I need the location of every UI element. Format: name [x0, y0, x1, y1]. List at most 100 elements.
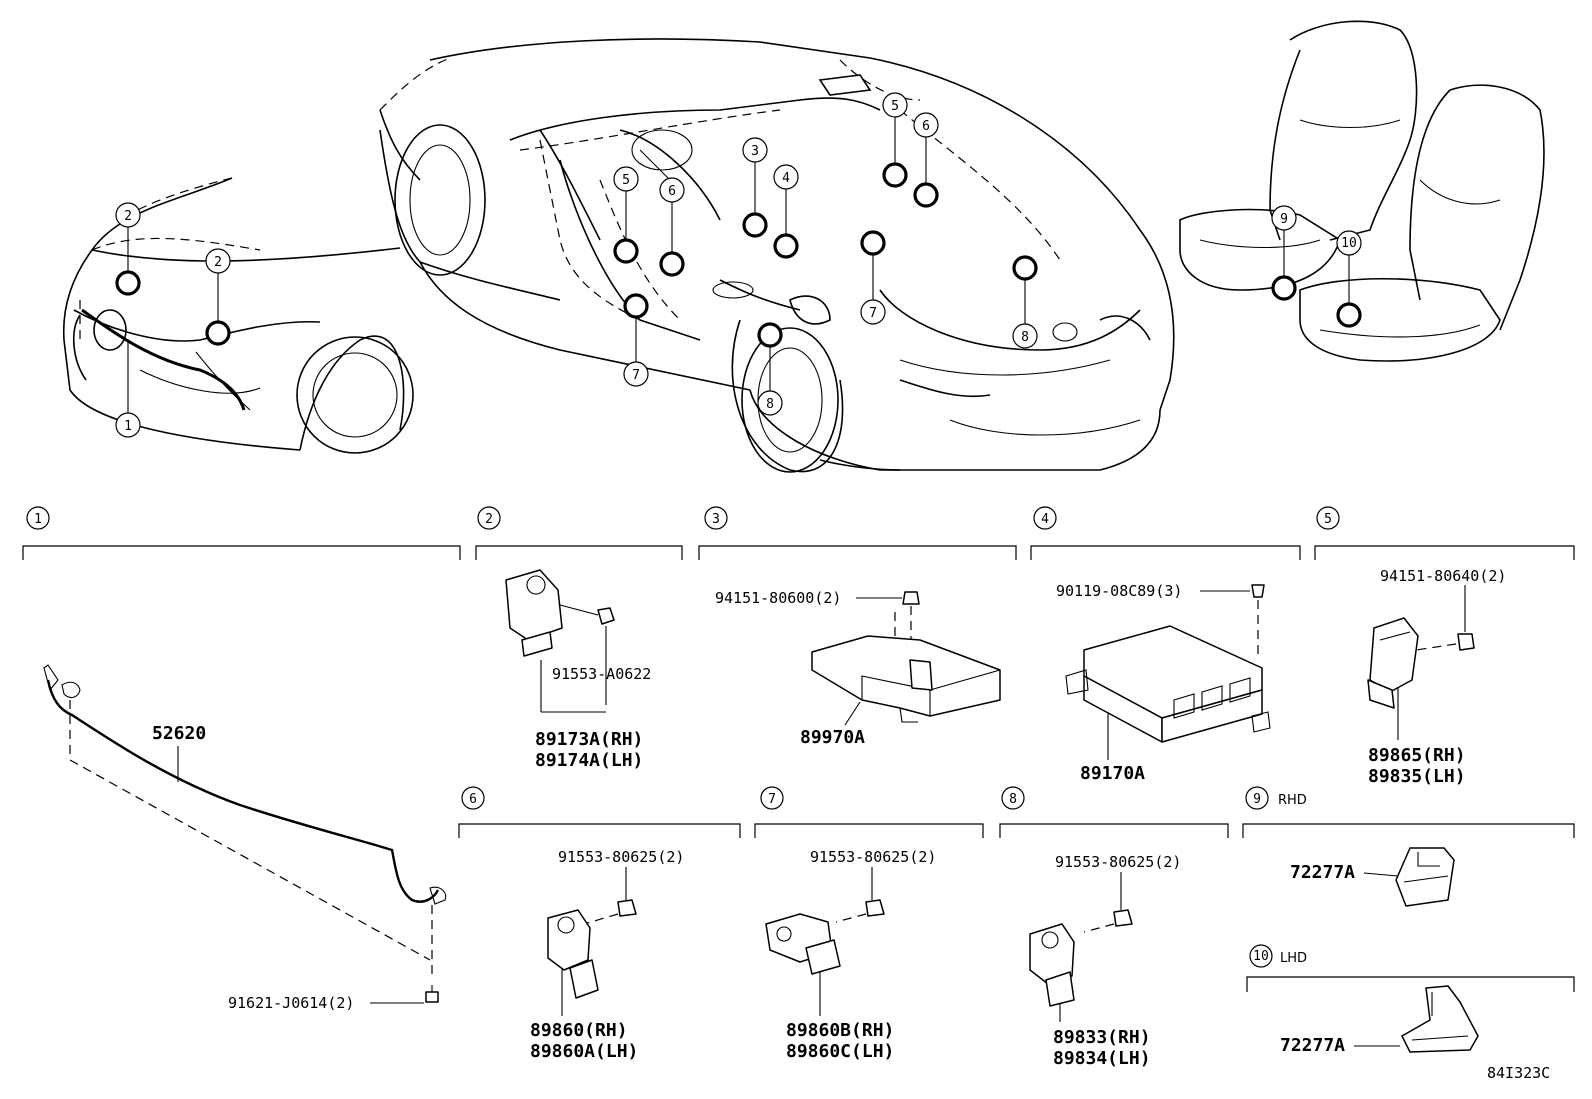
ecu-part-number: 89170A [1080, 763, 1145, 784]
svg-text:9: 9 [1280, 212, 1288, 227]
svg-text:10: 10 [1253, 949, 1269, 964]
section-4-header: 4 [1030, 506, 1301, 560]
svg-text:6: 6 [668, 184, 676, 199]
s7-rh-part-number: 89860B(RH) [786, 1020, 894, 1041]
section-5-header: 5 [1314, 506, 1575, 560]
section-6-header: 6 [458, 786, 741, 838]
section-3-header: 3 [698, 506, 1017, 560]
s6-rh-part-number: 89860(RH) [530, 1020, 628, 1041]
marker-4 [773, 233, 799, 259]
marker-3 [742, 212, 768, 238]
callout-5a: 5 [613, 166, 639, 192]
side-sensor-lh-part-number: 89835(LH) [1368, 766, 1466, 787]
svg-text:7: 7 [632, 368, 640, 383]
front-sensor-lh-part-number: 89174A(LH) [535, 750, 643, 771]
callouts: 2 2 1 3 4 5 6 7 8 5 6 7 8 9 10 [115, 92, 1362, 438]
callout-2b: 2 [205, 248, 231, 274]
svg-text:6: 6 [469, 792, 477, 807]
s6-lh-part-number: 89860A(LH) [530, 1041, 638, 1062]
callout-6a: 6 [659, 177, 685, 203]
svg-text:4: 4 [782, 171, 790, 186]
harness-bolt-part-number: 91621-J0614(2) [228, 994, 354, 1012]
diagram-code: 84I323C [1487, 1064, 1550, 1082]
callout-8b: 8 [1012, 323, 1038, 349]
seat-sensor-rhd-part-number: 72277A [1290, 862, 1355, 883]
callout-10: 10 [1336, 230, 1362, 256]
section-8-header: 8 [999, 786, 1229, 838]
s8-rh-part-number: 89833(RH) [1053, 1027, 1151, 1048]
callout-5b: 5 [882, 92, 908, 118]
section-10-header: 10 LHD [1246, 944, 1575, 992]
section-8-sensor: 91553-80625(2) 89833(RH) 89834(LH) [1029, 853, 1181, 1069]
section-1-harness: 52620 91621-J0614(2) [43, 664, 447, 1012]
s7-lh-part-number: 89860C(LH) [786, 1041, 894, 1062]
marker-7a [623, 293, 649, 319]
side-nut-part-number: 94151-80640(2) [1380, 567, 1506, 585]
marker-5b [882, 162, 908, 188]
section-4-ecu: 90119-08C89(3) 89170A [1056, 582, 1271, 784]
svg-text:1: 1 [124, 419, 132, 434]
marker-6b [913, 182, 939, 208]
svg-text:7: 7 [768, 792, 776, 807]
section-7-sensor: 91553-80625(2) 89860B(RH) 89860C(LH) [765, 848, 936, 1062]
callout-9: 9 [1271, 205, 1297, 231]
marker-8b [1012, 255, 1038, 281]
section-2-header: 2 [475, 506, 683, 560]
bracket-nut-part-number: 94151-80600(2) [715, 589, 841, 607]
harness-part-number: 52620 [152, 723, 206, 744]
callout-1: 1 [115, 412, 141, 438]
callout-3: 3 [742, 137, 768, 163]
svg-text:1: 1 [34, 512, 42, 527]
rhd-note: RHD [1278, 793, 1307, 808]
section-9-header: 9 RHD [1242, 786, 1575, 838]
car-view [379, 38, 1175, 473]
callout-4: 4 [773, 164, 799, 190]
svg-text:3: 3 [751, 144, 759, 159]
section-3-bracket: 94151-80600(2) 89970A [715, 589, 1001, 748]
section-5-side-sensor: 94151-80640(2) 89865(RH) 89835(LH) [1367, 567, 1506, 787]
marker-10 [1336, 302, 1362, 328]
svg-text:8: 8 [1009, 792, 1017, 807]
svg-text:8: 8 [1021, 330, 1029, 345]
svg-text:7: 7 [869, 306, 877, 321]
svg-text:8: 8 [766, 397, 774, 412]
svg-text:10: 10 [1341, 236, 1357, 251]
marker-2b [205, 320, 231, 346]
marker-2a [115, 270, 141, 296]
svg-text:2: 2 [214, 255, 222, 270]
section-headers: 1 2 3 4 5 6 7 8 [22, 506, 1575, 992]
callout-2a: 2 [115, 202, 141, 228]
svg-text:5: 5 [1324, 512, 1332, 527]
marker-7b [860, 230, 886, 256]
callout-6b: 6 [913, 112, 939, 138]
lhd-note: LHD [1280, 951, 1307, 966]
svg-text:5: 5 [891, 99, 899, 114]
svg-text:6: 6 [922, 119, 930, 134]
svg-text:4: 4 [1041, 512, 1049, 527]
callout-7a: 7 [623, 361, 649, 387]
side-sensor-rh-part-number: 89865(RH) [1368, 745, 1466, 766]
section-10-seat-sensor: 72277A [1280, 985, 1479, 1056]
callout-7b: 7 [860, 299, 886, 325]
svg-text:2: 2 [485, 512, 493, 527]
callout-8a: 8 [757, 390, 783, 416]
front-sensor-rh-part-number: 89173A(RH) [535, 729, 643, 750]
section-1-header: 1 [22, 506, 461, 560]
callout-leaders [127, 117, 1350, 413]
s8-lh-part-number: 89834(LH) [1053, 1048, 1151, 1069]
front-bumper-view [62, 177, 414, 454]
section-9-seat-sensor: 72277A [1290, 847, 1455, 907]
section-7-header: 7 [754, 786, 984, 838]
front-sensor-bolt-part-number: 91553-A0622 [552, 665, 651, 683]
marker-8a [757, 322, 783, 348]
seat-sensor-lhd-part-number: 72277A [1280, 1035, 1345, 1056]
bracket-part-number: 89970A [800, 727, 865, 748]
svg-text:3: 3 [712, 512, 720, 527]
ecu-bolt-part-number: 90119-08C89(3) [1056, 582, 1182, 600]
s6-bolt-part-number: 91553-80625(2) [558, 848, 684, 866]
svg-text:2: 2 [124, 209, 132, 224]
s8-bolt-part-number: 91553-80625(2) [1055, 853, 1181, 871]
svg-text:9: 9 [1253, 792, 1261, 807]
seats-view [1179, 20, 1545, 362]
